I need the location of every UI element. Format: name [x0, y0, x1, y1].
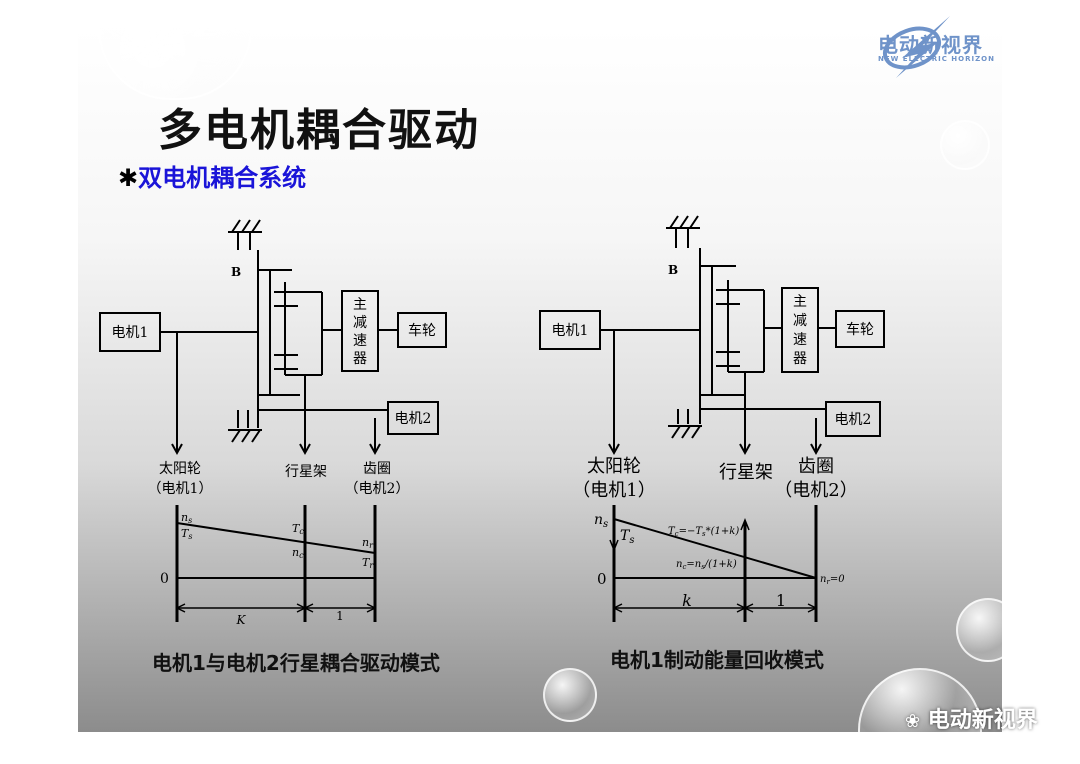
left-reducer-char: 器	[353, 351, 367, 367]
right-one-label: 1	[776, 591, 786, 610]
right-ns-label: ns	[594, 512, 608, 530]
watermark: ❀ 电动新视界	[905, 702, 1038, 734]
left-motor1-label: 电机1	[112, 325, 149, 341]
left-ring-sublabel: （电机2）	[345, 481, 410, 497]
left-Tr-label: Tr	[362, 556, 374, 570]
right-diagram	[539, 215, 885, 622]
left-reducer-char: 减	[353, 315, 367, 331]
right-caption: 电机1制动能量回收模式	[610, 648, 824, 672]
left-arrowhead	[171, 443, 183, 456]
right-arrowhead	[608, 443, 620, 456]
right-ring-label: 齿圈	[798, 456, 834, 477]
left-ground-hatch	[241, 219, 251, 233]
left-motor2-box	[387, 401, 439, 435]
right-motor1-label: 电机1	[552, 323, 589, 339]
right-labels: B 电机1 车轮 电机2 主 减 速 器 太阳轮 （电机1） 行星架 齿圈 （电…	[552, 263, 874, 610]
right-sun-label: 太阳轮	[587, 456, 641, 477]
left-diagram	[99, 219, 447, 622]
right-zero-label: 0	[597, 570, 607, 588]
page-title: 多电机耦合驱动	[158, 105, 480, 156]
bubble-decoration	[543, 668, 597, 722]
right-wheel-box	[835, 310, 885, 348]
right-motor2-box	[825, 401, 881, 437]
right-ground-hatch	[679, 215, 689, 229]
right-motor1-box	[539, 310, 601, 350]
left-reducer-char: 速	[353, 333, 367, 349]
right-dimension-arrows	[612, 603, 818, 613]
logo-subtext: NEW ELECTRIC HORIZON	[878, 55, 995, 63]
left-arrowhead	[299, 443, 311, 456]
right-ground-hatch	[681, 425, 691, 439]
right-nc-eq-label: nc=ns/(1+k)	[676, 559, 737, 571]
right-reducer-box	[781, 287, 819, 373]
left-motor1-box	[99, 312, 161, 352]
right-ground-hatch	[691, 425, 701, 439]
left-ground-hatch	[231, 219, 241, 233]
left-K-label: K	[236, 613, 247, 627]
left-ns-label: ns	[181, 511, 192, 525]
right-reducer-char: 主	[793, 294, 807, 310]
bubble-decoration	[940, 120, 990, 170]
right-Tc-arrow	[740, 517, 750, 531]
right-speed-line	[613, 518, 817, 579]
left-brake-label: B	[231, 265, 241, 279]
right-wheel-label: 车轮	[846, 321, 874, 338]
right-Ts-arrow	[609, 525, 619, 553]
asterisk-bullet-icon: ✱	[118, 164, 139, 192]
left-nr-label: nr	[362, 536, 374, 550]
right-ground-hatch	[669, 215, 679, 229]
right-ground-hatch	[671, 425, 681, 439]
left-one-label: 1	[336, 609, 344, 623]
right-ground-hatch	[689, 215, 699, 229]
subtitle: ✱双电机耦合系统	[118, 158, 306, 193]
right-brake-label: B	[668, 263, 678, 277]
right-reducer-char: 减	[793, 313, 807, 329]
left-ground-hatch	[241, 429, 251, 443]
left-dimension-arrows	[175, 603, 377, 613]
subtitle-text: 双电机耦合系统	[138, 164, 307, 192]
right-Ts-label: Ts	[620, 528, 634, 546]
left-ground-hatch	[251, 219, 261, 233]
left-speed-line	[176, 522, 376, 554]
left-motor2-label: 电机2	[395, 411, 432, 427]
left-labels: B 电机1 车轮 电机2 主 减 速 器 太阳轮 （电机1） 行星架 齿圈 （电…	[112, 265, 436, 627]
right-sun-sublabel: （电机1）	[572, 480, 655, 501]
left-zero-label: 0	[160, 571, 169, 587]
left-ring-label: 齿圈	[363, 461, 391, 477]
right-arrowhead	[810, 443, 822, 456]
left-ground-hatch	[251, 429, 261, 443]
right-ring-sublabel: （电机2）	[774, 480, 857, 501]
left-wheel-box	[397, 312, 447, 348]
left-carrier-label: 行星架	[285, 464, 327, 480]
left-reducer-char: 主	[353, 297, 367, 313]
right-arrowhead	[739, 443, 751, 456]
logo-icon	[882, 16, 950, 78]
left-arrowhead	[369, 443, 381, 456]
left-ground-hatch	[231, 429, 241, 443]
left-caption: 电机1与电机2行星耦合驱动模式	[152, 651, 440, 675]
left-sun-sublabel: （电机1）	[148, 481, 213, 497]
right-carrier-label: 行星架	[719, 462, 773, 483]
left-Tc-label: Tc	[292, 522, 304, 536]
left-nc-label: nc	[292, 546, 304, 560]
left-wheel-label: 车轮	[408, 322, 436, 339]
wechat-icon: ❀	[905, 711, 921, 732]
right-nr0-label: nr=0	[820, 574, 845, 586]
right-Tc-eq-label: Tc=−Ts*(1+k)	[668, 526, 739, 538]
left-Ts-label: Ts	[181, 527, 192, 541]
right-reducer-char: 速	[793, 332, 807, 348]
right-reducer-char: 器	[793, 351, 807, 367]
slide: 多电机耦合驱动 ✱双电机耦合系统	[78, 28, 1002, 732]
left-sun-label: 太阳轮	[159, 461, 201, 477]
right-k-label: k	[682, 591, 692, 610]
watermark-text: 电动新视界	[927, 708, 1038, 733]
right-motor2-label: 电机2	[835, 412, 872, 428]
